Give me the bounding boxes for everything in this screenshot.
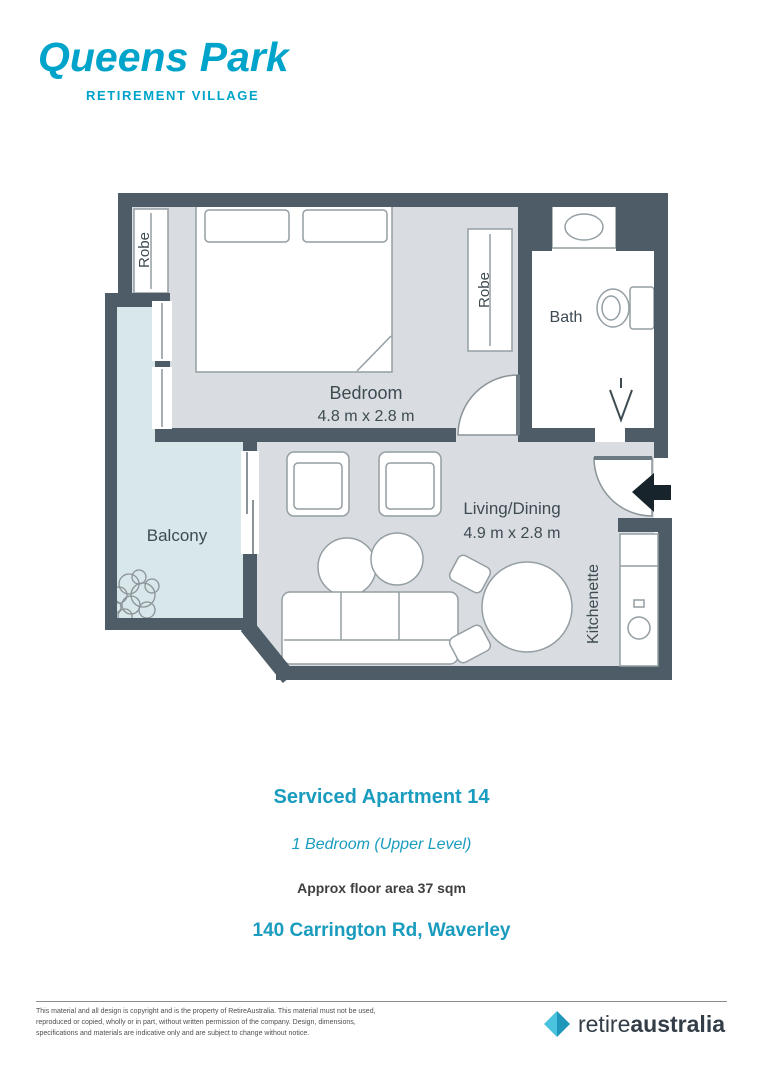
vanity-basin	[564, 213, 604, 241]
dining-table	[481, 561, 573, 653]
coffee-table-2	[370, 532, 424, 586]
robe-right-unit	[467, 228, 513, 352]
label-living: Living/Dining	[463, 499, 560, 518]
wall-living-bottom	[276, 666, 672, 680]
entry-door	[593, 456, 653, 517]
logo-title: Queens Park	[38, 34, 289, 80]
walls	[105, 193, 672, 684]
retireaustralia-logo: retireaustralia	[543, 1010, 725, 1038]
label-bath: Bath	[550, 309, 583, 326]
shower-waste-icon	[609, 378, 633, 423]
bed	[195, 201, 393, 373]
retireaustralia-wordmark: retireaustralia	[578, 1011, 725, 1038]
pillow-right	[302, 209, 388, 243]
toilet-bowl-inner	[601, 295, 621, 321]
brand-regular: retire	[577, 1010, 631, 1037]
bedroom-door	[457, 374, 520, 436]
armchair-1	[286, 451, 350, 517]
robe-left-unit	[133, 208, 169, 294]
wall-bedroom-bottom	[155, 428, 456, 442]
address: 140 Carrington Rd, Waverley	[252, 920, 511, 941]
dining-set	[448, 554, 573, 664]
wall-bath-bottom-left	[518, 428, 595, 442]
floor-area: Approx floor area 37 sqm	[297, 880, 466, 896]
coffee-table-1	[317, 537, 377, 597]
kitchenette-sink	[627, 616, 651, 640]
furniture	[108, 197, 655, 665]
label-robe-right: Robe	[476, 272, 493, 308]
logo-subtitle: RETIREMENT VILLAGE	[86, 88, 260, 103]
label-living-dims: 4.9 m x 2.8 m	[464, 525, 561, 542]
label-balcony: Balcony	[147, 526, 208, 545]
label-bedroom: Bedroom	[329, 383, 402, 403]
kitchenette-tap	[633, 599, 645, 608]
wall-balcony-left	[105, 293, 117, 630]
shower-v	[609, 389, 633, 423]
brand-bold: australia	[630, 1010, 725, 1037]
wall-bedroom-bath	[518, 193, 532, 442]
wall-right-lower	[658, 518, 672, 680]
dining-chair-1	[448, 554, 492, 594]
wall-diagonal	[240, 620, 296, 684]
label-bedroom-dims: 4.8 m x 2.8 m	[318, 408, 415, 425]
wall-right-upper	[654, 193, 668, 458]
toilet	[596, 286, 655, 330]
wall-vanity-stub-right	[616, 193, 654, 251]
entry-arrow-icon	[632, 473, 671, 512]
wall-balcony-bottom	[105, 618, 255, 630]
kitchenette-counter	[619, 533, 659, 667]
floorplan: Robe Robe Bath Bedroom 4.8 m x 2.8 m Bal…	[105, 193, 672, 684]
armchair-2	[378, 451, 442, 517]
toilet-cistern	[629, 286, 655, 330]
wall-vanity-stub-left	[532, 193, 552, 251]
balcony-floor-lower	[105, 442, 243, 618]
copyright-disclaimer: This material and all design is copyrigh…	[36, 1008, 376, 1037]
retireaustralia-diamond-icon	[543, 1011, 570, 1037]
bath-door-threshold	[595, 428, 625, 442]
bed-fold-line	[356, 335, 392, 372]
sofa	[281, 591, 459, 665]
dining-chair-2	[448, 624, 492, 664]
pillow-left	[204, 209, 290, 243]
label-robe-left: Robe	[136, 232, 153, 268]
balcony-sliding-door	[241, 451, 259, 554]
label-kitchenette: Kitchenette	[585, 564, 602, 644]
wall-left-upper	[118, 193, 132, 307]
apartment-title: Serviced Apartment 14	[273, 786, 490, 808]
openings	[152, 301, 653, 554]
apartment-subtitle: 1 Bedroom (Upper Level)	[291, 836, 472, 853]
wall-top	[118, 193, 668, 207]
bedroom-windows	[152, 301, 172, 429]
footer-divider	[36, 1001, 727, 1002]
plan-labels: Robe Robe Bath Bedroom 4.8 m x 2.8 m Bal…	[136, 232, 602, 644]
